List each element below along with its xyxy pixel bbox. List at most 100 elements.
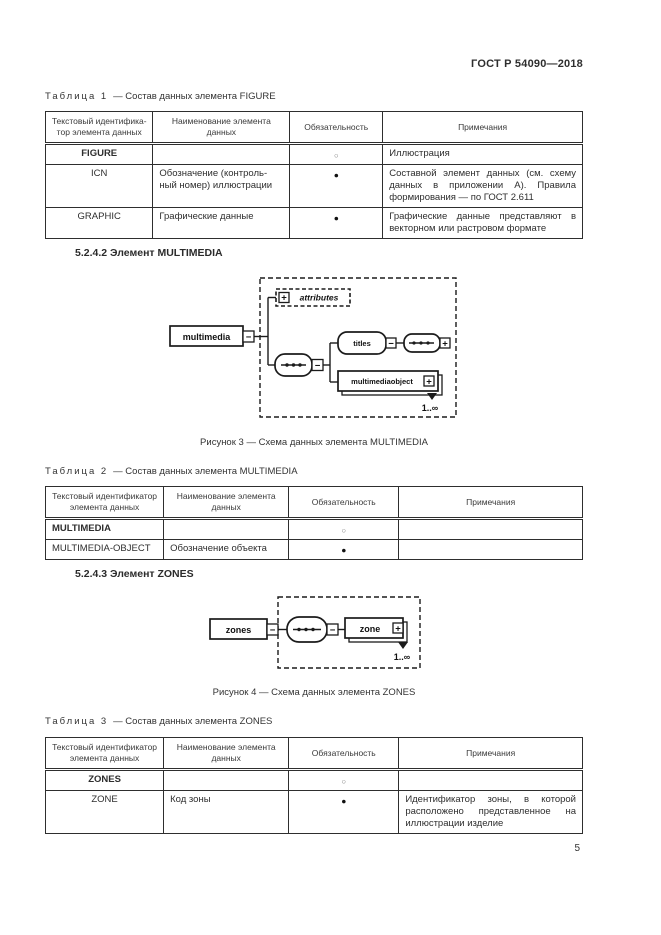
- repeat-marker-icon: [427, 393, 437, 400]
- minus-icon: −: [385, 337, 397, 350]
- cell-identifier: MULTIMEDIA-OBJECT: [44, 538, 165, 560]
- cardinality-label: 1..∞: [422, 403, 439, 413]
- svg-text:−: −: [270, 625, 276, 636]
- required-dot-icon: ●: [288, 789, 400, 835]
- cell-note: [398, 538, 583, 560]
- cell-identifier: ZONE: [44, 789, 165, 835]
- table1-caption: Таблица 1 — Состав данных элемента FIGURE: [45, 91, 276, 102]
- zones-schema-diagram: zones − − zone + 1..∞: [209, 596, 421, 669]
- cell-element-name: [163, 518, 290, 540]
- svg-text:−: −: [315, 361, 321, 372]
- svg-text:zone: zone: [360, 624, 381, 634]
- sequence-compositor-icon: [286, 616, 328, 643]
- sequence-compositor-icon: [274, 353, 313, 377]
- content-model-container: [259, 277, 457, 418]
- cell-element-name: Обозначение объекта: [163, 538, 290, 560]
- table-row: ZONES ○: [44, 769, 583, 791]
- cell-note: Иллюстрация: [382, 143, 583, 165]
- standard-number-header: ГОСТ Р 54090—2018: [471, 58, 583, 70]
- repeat-marker-icon: [398, 642, 408, 649]
- table2-multimedia-composition: Текстовый идентификатор элемента данных …: [44, 485, 583, 560]
- minus-icon: −: [326, 623, 339, 636]
- minus-icon: −: [266, 623, 279, 636]
- svg-text:+: +: [442, 339, 448, 350]
- svg-text:multimedia: multimedia: [183, 332, 232, 342]
- col-header-mandatory: Обязательность: [289, 110, 384, 146]
- table3-header-row: Текстовый идентификатор элемента данных …: [44, 736, 583, 772]
- cell-identifier: FIGURE: [44, 143, 154, 165]
- multimedia-schema-diagram: multimedia − attributes + − titles: [169, 277, 457, 418]
- table1-figure-composition: Текстовый идентифика- тор элемента данны…: [44, 110, 583, 240]
- col-header-notes: Примечания: [398, 736, 583, 772]
- col-header-element-name: Наименование элемента данных: [152, 110, 291, 146]
- zones-root-element: zones: [209, 618, 268, 640]
- cell-note: [398, 518, 583, 540]
- table1-header-row: Текстовый идентифика- тор элемента данны…: [44, 110, 583, 146]
- col-header-element-name: Наименование элемента данных: [163, 485, 290, 521]
- cardinality-label: 1..∞: [394, 652, 411, 662]
- table2-caption-label: Таблица 2: [45, 466, 109, 477]
- section-heading-multimedia: 5.2.4.2 Элемент MULTIMEDIA: [75, 247, 223, 259]
- page-number: 5: [574, 843, 580, 854]
- content-model-container: [277, 596, 421, 669]
- svg-text:−: −: [330, 625, 336, 636]
- optional-circle-icon: ○: [289, 143, 384, 165]
- col-header-mandatory: Обязательность: [288, 485, 400, 521]
- col-header-element-name: Наименование элемента данных: [163, 736, 290, 772]
- cell-note: Графические данные представляют в вектор…: [382, 207, 583, 240]
- col-header-mandatory: Обязательность: [288, 736, 400, 772]
- svg-text:−: −: [246, 332, 252, 343]
- cell-element-name: Код зоны: [163, 789, 290, 835]
- attributes-element: attributes: [275, 288, 351, 307]
- required-dot-icon: ●: [288, 538, 400, 560]
- required-dot-icon: ●: [289, 163, 384, 209]
- table3-zones-composition: Текстовый идентификатор элемента данных …: [44, 736, 583, 835]
- table1-caption-text: — Состав данных элемента FIGURE: [113, 91, 276, 102]
- table-row: MULTIMEDIA-OBJECT Обозначение объекта ●: [44, 538, 583, 560]
- table3-caption-text: — Состав данных элемента ZONES: [113, 716, 273, 727]
- col-header-identifier: Текстовый идентификатор элемента данных: [44, 736, 165, 772]
- cell-identifier: GRAPHIC: [44, 207, 154, 240]
- table-row: FIGURE ○ Иллюстрация: [44, 143, 583, 165]
- optional-circle-icon: ○: [288, 769, 400, 791]
- col-header-notes: Примечания: [382, 110, 583, 146]
- minus-icon: −: [242, 330, 255, 343]
- cell-element-name: Обозначение (контроль- ный номер) иллюст…: [152, 163, 291, 209]
- multimedia-root-element: multimedia: [169, 325, 244, 347]
- svg-text:+: +: [395, 624, 401, 635]
- svg-text:+: +: [281, 293, 287, 304]
- table-row: ZONE Код зоны ● Идентификатор зоны, в ко…: [44, 789, 583, 835]
- col-header-notes: Примечания: [398, 485, 583, 521]
- required-dot-icon: ●: [289, 207, 384, 240]
- cell-identifier: MULTIMEDIA: [44, 518, 165, 540]
- plus-icon: +: [423, 375, 435, 388]
- table2-caption-text: — Состав данных элемента MULTIMEDIA: [113, 466, 298, 477]
- col-header-identifier: Текстовый идентифика- тор элемента данны…: [44, 110, 154, 146]
- cell-identifier: ZONES: [44, 769, 165, 791]
- cell-note: Идентификатор зоны, в которой расположен…: [398, 789, 583, 835]
- svg-text:attributes: attributes: [300, 293, 339, 303]
- cell-element-name: Графические данные: [152, 207, 291, 240]
- sequence-compositor-icon: [403, 333, 441, 353]
- titles-element: titles: [337, 331, 387, 355]
- figure3-caption: Рисунок 3 — Схема данных элемента MULTIM…: [200, 437, 428, 448]
- table3-caption-label: Таблица 3: [45, 716, 109, 727]
- table2-header-row: Текстовый идентификатор элемента данных …: [44, 485, 583, 521]
- table-row: GRAPHIC Графические данные ● Графические…: [44, 207, 583, 240]
- svg-text:zones: zones: [226, 625, 252, 635]
- table-row: ICN Обозначение (контроль- ный номер) ил…: [44, 163, 583, 209]
- cell-element-name: [163, 769, 290, 791]
- svg-text:−: −: [388, 339, 394, 350]
- table1-caption-label: Таблица 1: [45, 91, 109, 102]
- optional-circle-icon: ○: [288, 518, 400, 540]
- col-header-identifier: Текстовый идентификатор элемента данных: [44, 485, 165, 521]
- plus-icon: +: [392, 622, 404, 635]
- minus-icon: −: [311, 358, 324, 372]
- table2-caption: Таблица 2 — Состав данных элемента MULTIM…: [45, 466, 298, 477]
- plus-icon: +: [439, 337, 451, 350]
- connector-lines: [254, 296, 404, 383]
- table-row: MULTIMEDIA ○: [44, 518, 583, 540]
- section-heading-zones: 5.2.4.3 Элемент ZONES: [75, 568, 194, 580]
- svg-text:titles: titles: [353, 339, 371, 348]
